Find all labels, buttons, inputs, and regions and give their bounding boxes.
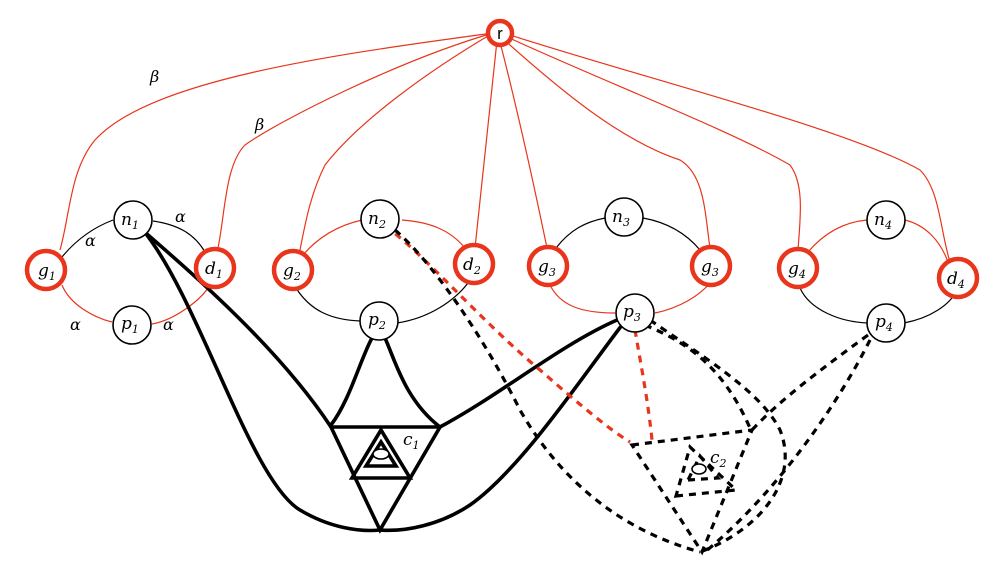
svg-text:r: r <box>497 24 503 43</box>
c1-eye <box>372 448 390 460</box>
c2-eye <box>691 463 707 475</box>
svg-text:n1: n1 <box>121 210 139 232</box>
node-d4: d4 <box>936 256 980 300</box>
svg-text:p2: p2 <box>368 310 386 332</box>
edge-g3a-n3 <box>555 217 606 249</box>
edge-r-g1 <box>59 32 494 251</box>
edge-g2-n2 <box>302 219 363 256</box>
gadget-2-edges <box>295 219 469 324</box>
node-n3: n3 <box>604 197 644 237</box>
edge-r-d1 <box>217 32 494 249</box>
nodes: r g1 n1 p1 d1 g2 n2 p2 <box>24 18 980 345</box>
c2-inner-triangle <box>673 444 740 498</box>
edge-r-d4 <box>506 33 951 263</box>
beta-label-2: β <box>254 115 264 134</box>
edge-g4-n4 <box>807 219 868 253</box>
node-p1: p1 <box>112 305 152 345</box>
node-g2: g2 <box>271 248 315 292</box>
node-p2: p2 <box>359 301 399 341</box>
svg-text:n3: n3 <box>612 207 630 229</box>
svg-text:n2: n2 <box>368 209 386 231</box>
node-p3: p3 <box>615 293 655 333</box>
svg-text:g3: g3 <box>538 257 556 279</box>
edge-p2-c1-right <box>383 337 442 429</box>
node-n4: n4 <box>866 200 906 240</box>
edge-p2-c1-left <box>329 337 374 427</box>
gadget-3-edges <box>549 217 711 314</box>
node-p4: p4 <box>866 303 906 343</box>
edge-r-d2 <box>474 39 498 249</box>
svg-text:g4: g4 <box>788 259 806 281</box>
edge-p4-c2-black-1 <box>750 333 869 432</box>
c1-inner-triangle <box>348 426 414 480</box>
node-d1: d1 <box>193 246 237 290</box>
c2-label: c2 <box>710 448 727 470</box>
edge-p3-g3b <box>654 282 711 314</box>
edge-n2-c2-black <box>393 228 701 554</box>
node-g4: g4 <box>776 246 820 290</box>
edge-r-g2 <box>299 32 494 251</box>
svg-text:d2: d2 <box>463 255 481 277</box>
node-g1: g1 <box>24 248 68 292</box>
edge-r-g4 <box>504 35 801 251</box>
edge-labels: β β α α α α <box>70 67 264 334</box>
edge-g1-n1 <box>61 219 114 258</box>
edge-r-g3a <box>499 41 548 249</box>
edge-n2-d2 <box>401 219 466 249</box>
node-n1: n1 <box>113 200 153 240</box>
edge-p3-c1-top <box>439 318 618 429</box>
svg-text:d4: d4 <box>947 269 965 291</box>
edge-n3-g3b <box>642 217 701 251</box>
node-g3a: g3 <box>526 244 570 288</box>
edge-g3a-p3 <box>549 284 616 314</box>
alpha-label-g1-p1: α <box>70 315 81 334</box>
edge-n1-d1 <box>152 220 206 253</box>
edge-p3-c2-black-2 <box>649 318 787 554</box>
svg-text:g2: g2 <box>283 261 301 283</box>
clause-gadget-c2: c2 <box>384 224 872 556</box>
svg-text:g1: g1 <box>38 261 56 283</box>
edge-n2-c2-red <box>384 224 631 444</box>
svg-text:p1: p1 <box>121 314 139 336</box>
c2-outer-triangle <box>629 428 755 556</box>
edge-g2-p2 <box>295 287 362 322</box>
edge-n1-c1-top <box>138 226 333 428</box>
edge-p4-c2-black-2 <box>703 339 872 554</box>
node-n2: n2 <box>360 199 400 239</box>
svg-text:d1: d1 <box>205 259 223 281</box>
clause-gadget-c1: c1 <box>138 226 624 534</box>
edge-p3-c2-black-1 <box>644 323 752 429</box>
alpha-label-g1-n1: α <box>85 231 96 250</box>
edge-g1-p1 <box>61 284 113 323</box>
svg-text:n4: n4 <box>874 210 892 232</box>
edge-n4-d4 <box>904 219 949 263</box>
edge-p1-d1 <box>151 287 209 325</box>
node-g3b: g3 <box>689 244 733 288</box>
alpha-label-n1-d1: α <box>175 207 186 226</box>
edge-r-g3b <box>501 37 711 249</box>
c1-label: c1 <box>403 430 420 452</box>
gadget-1-edges <box>61 219 209 325</box>
edge-g4-p4 <box>799 287 869 324</box>
alpha-label-p1-d1: α <box>163 315 174 334</box>
edge-p2-d2 <box>396 282 469 324</box>
node-d2: d2 <box>452 242 496 286</box>
beta-label-1: β <box>149 67 159 86</box>
root-edges <box>59 32 951 263</box>
svg-text:p3: p3 <box>623 302 641 324</box>
svg-text:p4: p4 <box>875 312 893 334</box>
edge-n1-c1-bottom <box>141 228 381 533</box>
svg-text:g3: g3 <box>701 257 719 279</box>
edge-p3-c2-red <box>633 329 654 441</box>
node-r: r <box>485 18 515 48</box>
edge-p3-c1-bottom <box>379 323 624 533</box>
